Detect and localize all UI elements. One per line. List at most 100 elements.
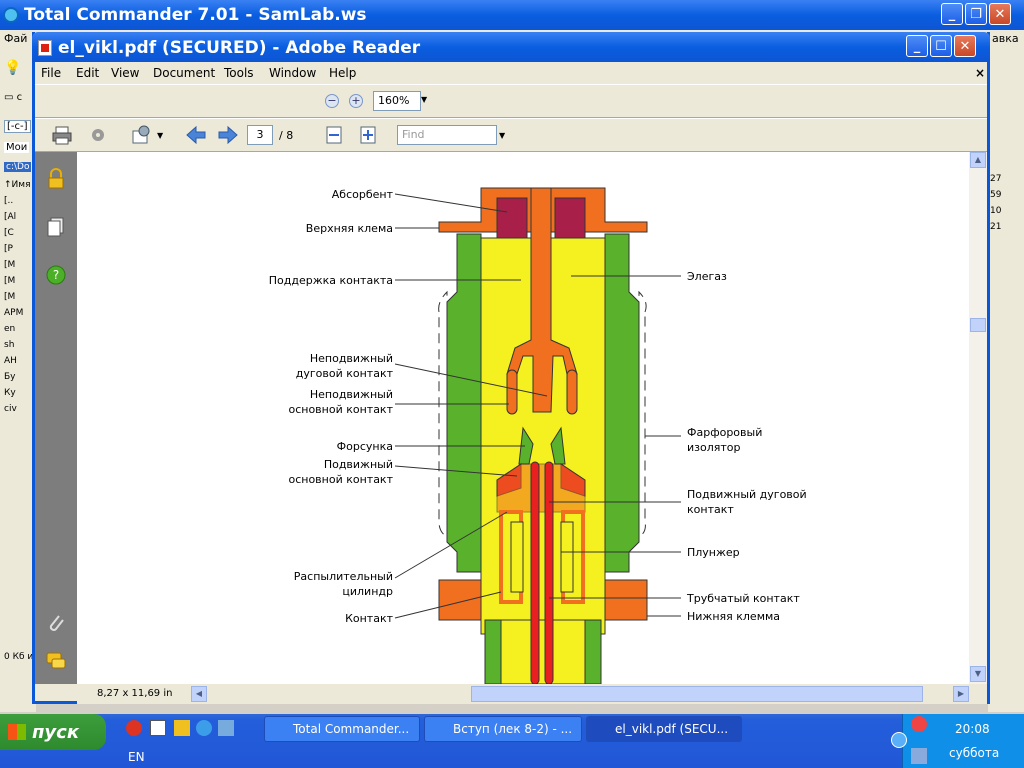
reader-title: el_vikl.pdf (SECURED) - Adobe Reader <box>58 38 421 58</box>
label-bottom-clamp: Нижняя клемма <box>687 610 780 623</box>
maximize-icon[interactable]: ☐ <box>930 35 952 57</box>
pdf-page[interactable]: Абсорбент Верхняя клема Поддержка контак… <box>77 152 969 684</box>
opera-icon[interactable] <box>126 720 142 736</box>
zoom-in-icon[interactable]: + <box>349 94 363 108</box>
menu-view[interactable]: View <box>111 66 140 80</box>
chevron-down-icon[interactable]: ▼ <box>499 131 506 140</box>
language-indicator[interactable]: EN <box>128 750 145 764</box>
list-item[interactable]: Ку <box>4 388 16 398</box>
ie-icon[interactable] <box>196 720 212 736</box>
list-item[interactable]: [M <box>4 260 16 270</box>
list-item[interactable]: [Al <box>4 212 17 222</box>
tray-expand-icon[interactable] <box>891 732 907 748</box>
list-item[interactable]: АН <box>4 356 17 366</box>
find-input[interactable]: Find <box>397 125 497 145</box>
scroll-left-icon[interactable]: ◀ <box>191 686 207 702</box>
green-wall-left <box>446 233 482 573</box>
tc-title: Total Commander 7.01 - SamLab.ws <box>24 5 367 25</box>
scroll-up-icon[interactable]: ▲ <box>970 152 986 168</box>
quick-launch-icon[interactable] <box>150 720 166 736</box>
tc-menu-edit[interactable]: авка <box>992 32 1019 45</box>
attachment-icon[interactable] <box>45 612 67 634</box>
main-toolbar: ▼ 3 / 8 Find ▼ <box>35 118 987 152</box>
menu-file[interactable]: File <box>41 66 62 80</box>
list-item[interactable]: [P <box>4 244 13 254</box>
scroll-right-icon[interactable]: ▶ <box>953 686 969 702</box>
moving-carriage <box>496 463 586 513</box>
tc-drive-select[interactable]: [-c-] <box>4 120 31 133</box>
clock-time[interactable]: 20:08 <box>955 722 990 736</box>
chevron-down-icon[interactable]: ▼ <box>157 131 164 140</box>
spray-cylinder-right <box>560 521 574 593</box>
settings-icon[interactable] <box>87 125 109 145</box>
list-item[interactable]: en <box>4 324 16 334</box>
total-commander-icon[interactable] <box>218 720 234 736</box>
select-tool-icon[interactable] <box>131 125 153 145</box>
close-icon[interactable]: ✕ <box>989 3 1011 25</box>
label-fixed-arc-1: Неподвижный <box>310 352 393 365</box>
scroll-thumb[interactable] <box>970 318 986 332</box>
vertical-scrollbar[interactable]: ▲ ▼ <box>969 152 987 684</box>
menu-window[interactable]: Window <box>269 66 317 80</box>
menu-tools[interactable]: Tools <box>224 66 254 80</box>
pdf-icon <box>38 40 52 56</box>
tray-icon[interactable] <box>911 748 927 764</box>
page-number-input[interactable]: 3 <box>247 125 273 145</box>
maximize-icon[interactable]: ❐ <box>965 3 987 25</box>
tc-app-icon <box>3 7 19 23</box>
label-moving-arc-2: контакт <box>687 503 734 516</box>
tc-right-value: 27 <box>990 174 1002 184</box>
absorbent-left <box>496 197 528 239</box>
tc-left-panel: 💡 ▭ с [-c-] Мои c:\Do ↑Имя [.. [Al [C [P… <box>0 48 36 712</box>
list-item[interactable]: [M <box>4 276 16 286</box>
previous-page-icon[interactable] <box>185 125 207 145</box>
scroll-down-icon[interactable]: ▼ <box>970 666 986 682</box>
quick-launch-icon[interactable] <box>174 720 190 736</box>
lock-icon[interactable] <box>45 168 67 190</box>
bulb-icon[interactable]: 💡 <box>4 60 22 76</box>
fit-width-icon[interactable] <box>323 125 345 145</box>
zoom-field[interactable]: 160% <box>373 91 421 111</box>
label-spray-1: Распылительный <box>294 570 393 583</box>
tc-right-value: 10 <box>990 206 1002 216</box>
task-reader[interactable]: el_vikl.pdf (SECU... <box>586 716 742 742</box>
porcelain-outline-left <box>438 290 448 538</box>
menu-help[interactable]: Help <box>329 66 357 80</box>
close-document-icon[interactable]: × <box>975 66 986 80</box>
label-moving-main-2: основной контакт <box>288 473 393 486</box>
close-icon[interactable]: ✕ <box>954 35 976 57</box>
print-icon[interactable] <box>51 125 73 145</box>
label-plunger: Плунжер <box>687 546 740 559</box>
comments-icon[interactable] <box>45 650 67 672</box>
tray-icon[interactable] <box>911 716 927 732</box>
tc-col-name[interactable]: ↑Имя <box>4 180 31 190</box>
start-button[interactable]: пуск <box>0 714 106 750</box>
minimize-icon[interactable]: _ <box>941 3 963 25</box>
spray-cylinder-left <box>510 521 524 593</box>
list-item[interactable]: APM <box>4 308 24 318</box>
label-fixed-main-1: Неподвижный <box>310 388 393 401</box>
absorbent-right <box>554 197 586 239</box>
fit-page-icon[interactable] <box>357 125 379 145</box>
menu-document[interactable]: Document <box>153 66 216 80</box>
list-item[interactable]: Бу <box>4 372 16 382</box>
zoom-out-icon[interactable]: − <box>325 94 339 108</box>
tc-tab[interactable]: Мои <box>4 142 30 153</box>
menu-edit[interactable]: Edit <box>76 66 100 80</box>
taskbar: пуск EN Total Commander... Вступ (лек 8-… <box>0 714 1024 768</box>
tc-menu-file[interactable]: Фай <box>4 32 28 45</box>
system-tray: 20:08 суббота <box>891 714 1024 768</box>
list-item[interactable]: [.. <box>4 196 14 206</box>
help-icon[interactable]: ? <box>45 264 67 286</box>
pages-icon[interactable] <box>45 216 67 238</box>
list-item[interactable]: civ <box>4 404 17 414</box>
list-item[interactable]: [C <box>4 228 14 238</box>
next-page-icon[interactable] <box>217 125 239 145</box>
list-item[interactable]: sh <box>4 340 15 350</box>
horizontal-scroll-thumb[interactable] <box>471 686 923 702</box>
task-word[interactable]: Вступ (лек 8-2) - ... <box>424 716 582 742</box>
list-item[interactable]: [M <box>4 292 16 302</box>
task-total-commander[interactable]: Total Commander... <box>264 716 420 742</box>
chevron-down-icon[interactable]: ▼ <box>421 95 428 104</box>
minimize-icon[interactable]: _ <box>906 35 928 57</box>
